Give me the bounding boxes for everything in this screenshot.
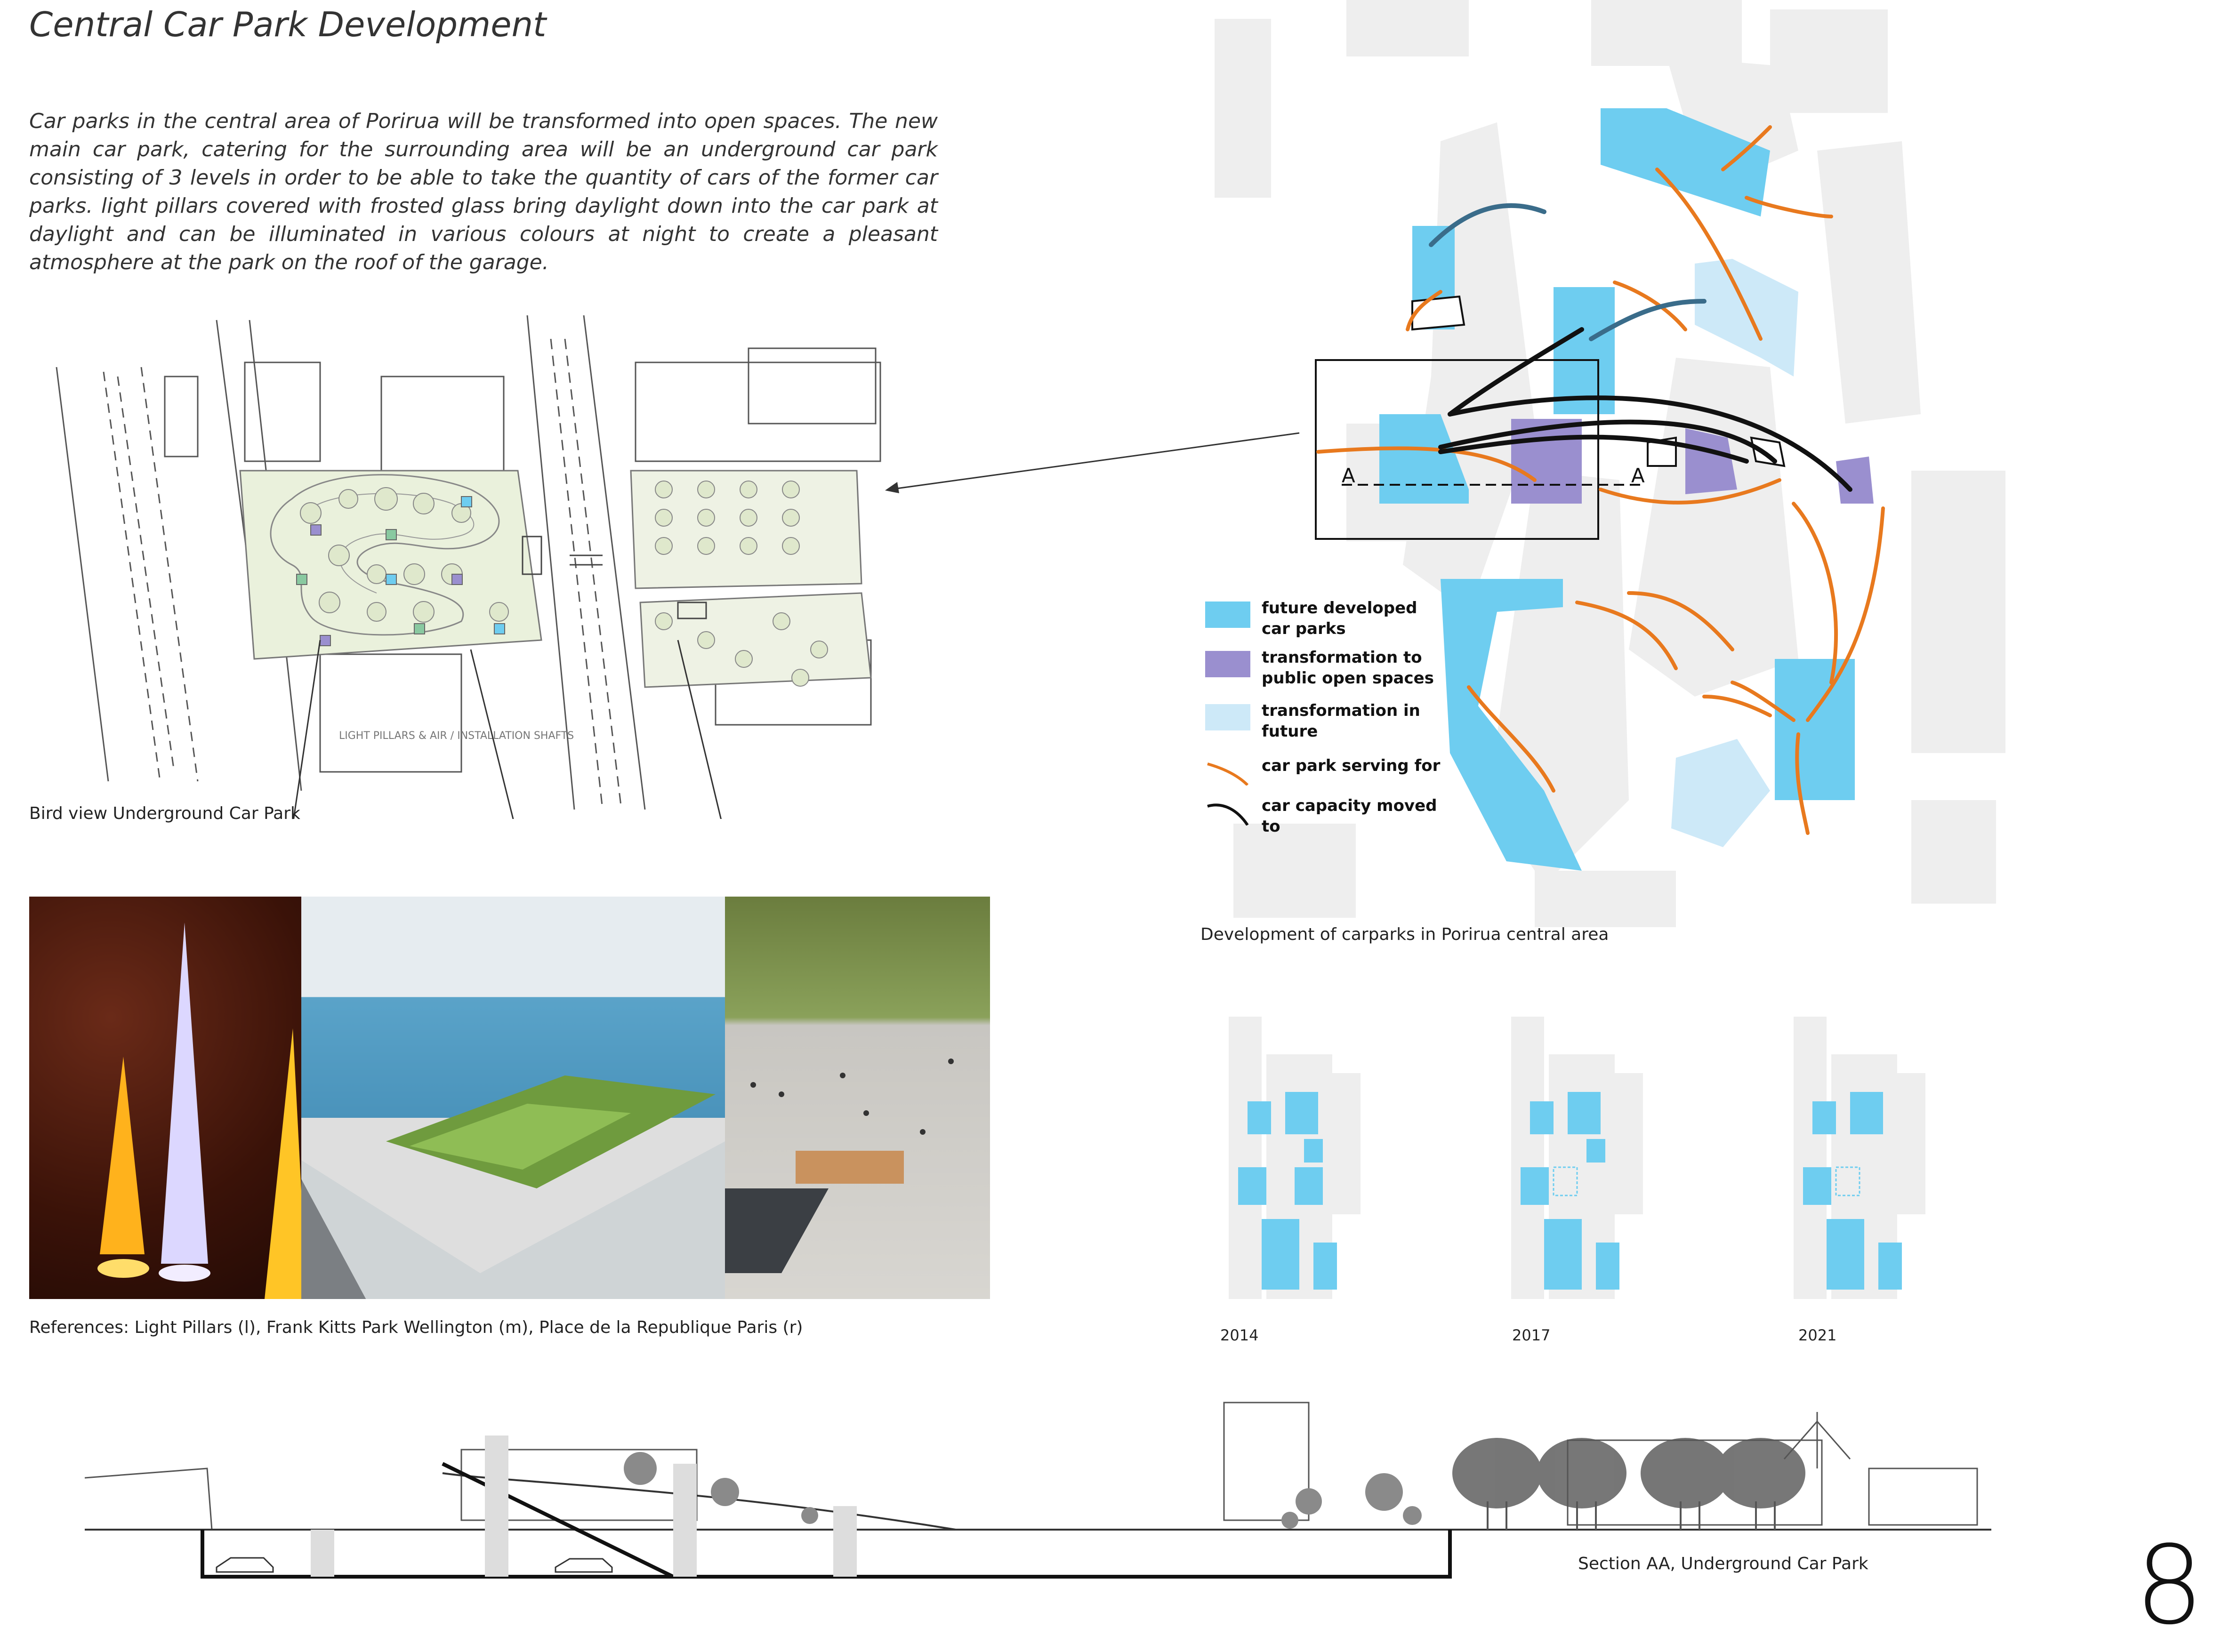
- timeline-map-2017: [1511, 1017, 1643, 1299]
- timeline-maps: [1229, 1017, 1925, 1299]
- year-label-2017: 2017: [1512, 1326, 1551, 1344]
- legend-item-future-car-parks: future developed car parks: [1205, 598, 1488, 638]
- sketch-to-map-arrow: [885, 432, 1300, 493]
- legend-swatch: [1205, 704, 1250, 730]
- page-number: 8.: [2135, 1523, 2214, 1649]
- section-marker-a-start: A: [1342, 464, 1355, 487]
- development-map: A A: [1215, 0, 2005, 927]
- legend-swatch: [1205, 651, 1250, 677]
- year-label-2014: 2014: [1220, 1326, 1259, 1344]
- legend-item-open-spaces: transformation to public open spaces: [1205, 647, 1488, 688]
- light-pillars-photo: [29, 897, 301, 1299]
- legend-label: car park serving for: [1262, 756, 1441, 775]
- orange-arrow-icon: [1207, 762, 1249, 786]
- legend-item-moved-arrow: car capacity moved to: [1205, 795, 1488, 836]
- development-caption: Development of carparks in Porirua centr…: [1200, 925, 1609, 944]
- legend-label: future developed car parks: [1262, 599, 1417, 638]
- legend-label: car capacity moved to: [1262, 796, 1437, 836]
- timeline-map-2014: [1229, 1017, 1361, 1299]
- map-legend: future developed car parks transformatio…: [1205, 598, 1469, 836]
- bird-view-sketch: LIGHT PILLARS & AIR / INSTALLATION SHAFT…: [56, 315, 881, 819]
- intro-paragraph: Car parks in the central area of Porirua…: [29, 109, 938, 274]
- references-caption: References: Light Pillars (l), Frank Kit…: [29, 1318, 803, 1337]
- legend-label: transformation in future: [1262, 701, 1420, 741]
- bird-view-caption: Bird view Underground Car Park: [29, 804, 300, 823]
- place-republique-photo: [725, 897, 990, 1299]
- section-marker-a-end: A: [1631, 464, 1645, 487]
- black-arrow-icon: [1207, 803, 1249, 826]
- legend-label: transformation to public open spaces: [1262, 648, 1434, 688]
- section-aa-drawing: [85, 1402, 1991, 1579]
- legend-item-future-transformation: transformation in future: [1205, 700, 1488, 741]
- frank-kitts-park-photo: [301, 897, 725, 1299]
- year-label-2021: 2021: [1798, 1326, 1837, 1344]
- legend-item-serving-arrow: car park serving for: [1205, 755, 1488, 793]
- section-caption: Section AA, Underground Car Park: [1578, 1554, 1868, 1573]
- legend-swatch: [1205, 601, 1250, 628]
- sketch-note: LIGHT PILLARS & AIR / INSTALLATION SHAFT…: [339, 730, 574, 742]
- timeline-map-2021: [1794, 1017, 1925, 1299]
- page-title: Central Car Park Development: [29, 5, 547, 44]
